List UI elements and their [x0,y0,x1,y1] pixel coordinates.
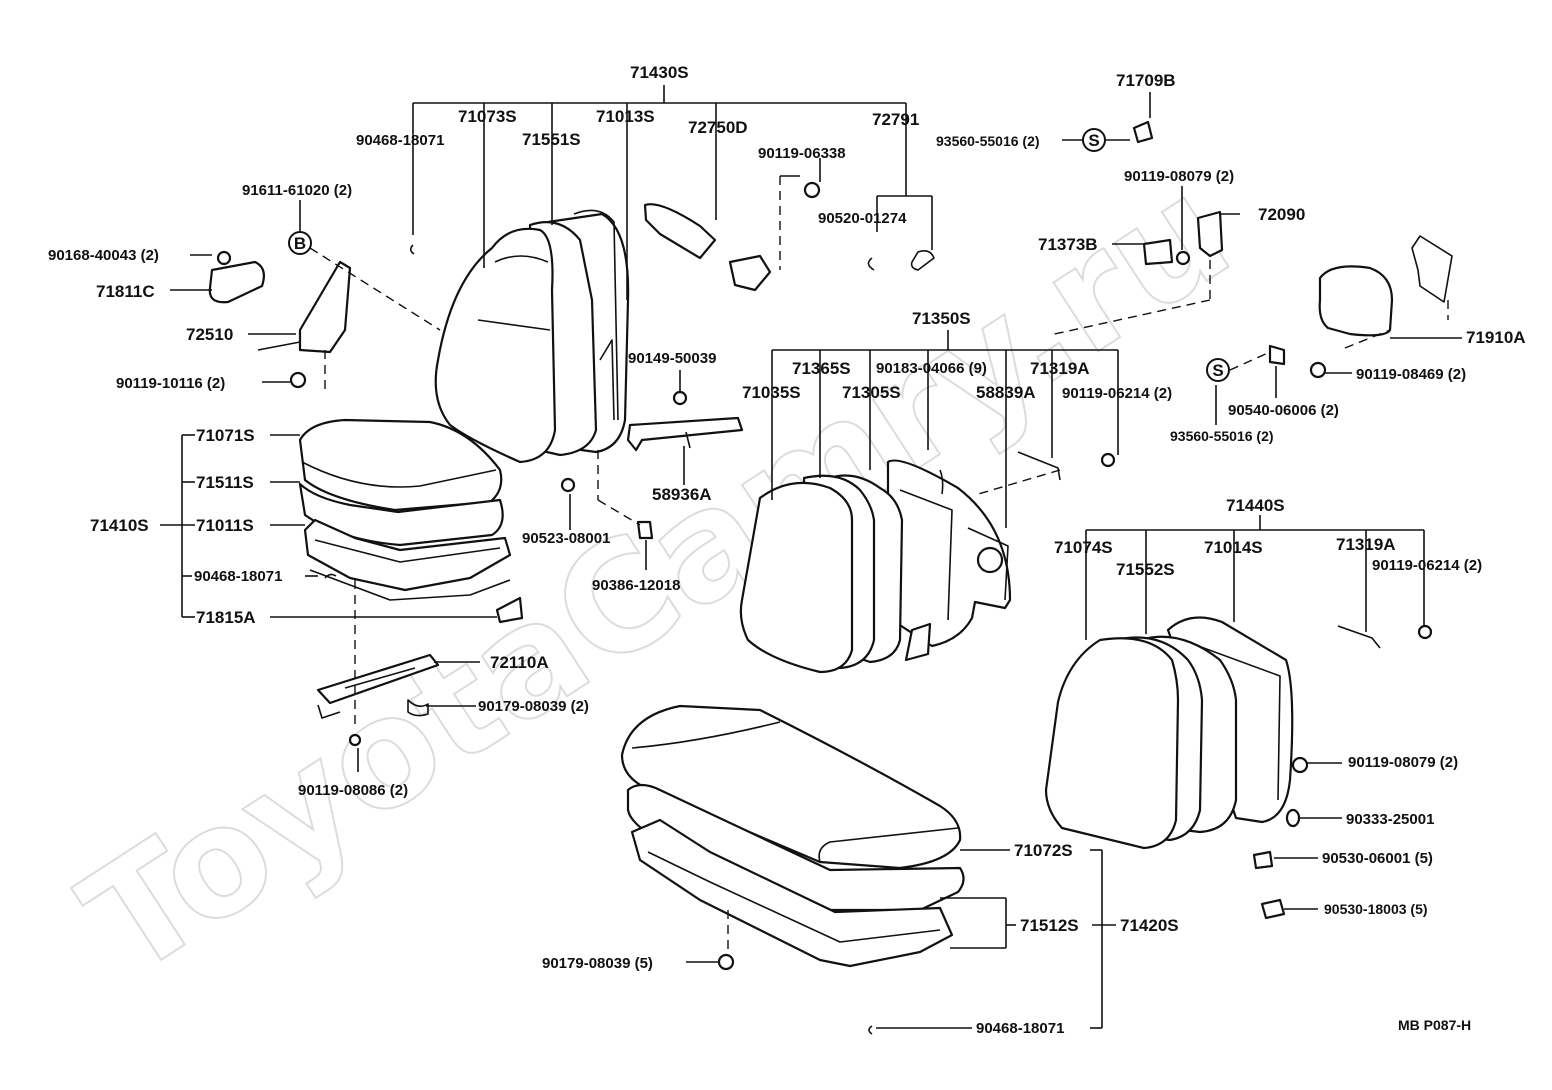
label-90168-40043: 90168-40043 (2) [48,247,159,264]
label-71072S: 71072S [1014,841,1073,860]
symbol-s-top: S [1082,128,1106,152]
label-71430S: 71430S [630,63,689,82]
label-71910A: 71910A [1466,328,1526,347]
label-90149-50039: 90149-50039 [628,350,716,367]
label-71013S: 71013S [596,107,655,126]
label-90468-18071-b: 90468-18071 [194,568,282,585]
label-90179-08039-5: 90179-08039 (5) [542,955,653,972]
label-71073S: 71073S [458,107,517,126]
drawing-code: MB P087-H [1398,1017,1471,1033]
label-71319A-b: 71319A [1336,535,1396,554]
label-71014S: 71014S [1204,538,1263,557]
symbol-s-right: S [1206,358,1230,382]
label-93560-55016-a: 93560-55016 (2) [936,133,1040,149]
center-seat-back-assembly [739,451,1116,674]
label-90540-06006: 90540-06006 (2) [1228,402,1339,419]
label-58936A: 58936A [652,485,712,504]
label-71815A: 71815A [196,608,256,627]
label-71350S: 71350S [912,309,971,328]
headrest-and-brackets [1132,120,1453,379]
front-seat-cushion-assembly [298,418,512,601]
label-72750D: 72750D [688,118,748,137]
label-93560-55016-b: 93560-55016 (2) [1170,428,1274,444]
label-90119-06214-b: 90119-06214 (2) [1372,557,1482,574]
label-90333-25001: 90333-25001 [1346,811,1434,828]
svg-text:S: S [1212,361,1223,380]
label-71440S: 71440S [1226,496,1285,515]
label-71811C: 71811C [96,282,155,301]
label-90179-08039-2: 90179-08039 (2) [478,698,589,715]
label-90119-08079-a: 90119-08079 (2) [1124,168,1234,185]
label-71035S: 71035S [742,383,801,402]
symbol-b: B [288,231,312,255]
label-90468-18071-a: 90468-18071 [356,132,444,149]
label-71552S: 71552S [1116,560,1175,579]
label-90530-18003: 90530-18003 (5) [1324,901,1428,917]
label-71551S: 71551S [522,130,581,149]
label-71305S: 71305S [842,383,901,402]
rear-seat-back-assembly [1044,616,1433,920]
label-90119-10116: 90119-10116 (2) [116,375,225,392]
leader-lines [160,85,1462,1029]
label-72090: 72090 [1258,205,1305,224]
front-seat-adjuster [316,653,440,719]
rear-seat-cushion-assembly [620,704,965,1035]
label-71071S: 71071S [196,426,255,445]
label-90119-06214-a: 90119-06214 (2) [1062,385,1172,402]
label-72110A: 72110A [490,653,549,672]
front-small-parts [208,181,935,747]
label-90530-06001: 90530-06001 (5) [1322,850,1433,867]
label-71373B: 71373B [1038,235,1098,254]
label-90183-04066: 90183-04066 (9) [876,360,987,377]
svg-text:B: B [294,234,306,253]
label-58839A: 58839A [976,383,1036,402]
label-71011S: 71011S [196,516,254,535]
label-71511S: 71511S [196,473,254,492]
front-seat-back-assembly [434,209,630,464]
label-91611-61020: 91611-61020 (2) [242,182,352,199]
label-90520-01274: 90520-01274 [818,210,907,227]
svg-text:S: S [1088,131,1099,150]
label-90386-12018: 90386-12018 [592,577,680,594]
label-71319A-a: 71319A [1030,359,1090,378]
label-71074S: 71074S [1054,538,1113,557]
part-labels: 71430S 71073S 71013S 90468-18071 71551S … [48,63,1526,1037]
label-71512S: 71512S [1020,916,1079,935]
label-90119-06338: 90119-06338 [758,145,846,162]
label-71420S: 71420S [1120,916,1179,935]
label-90119-08079-b: 90119-08079 (2) [1348,754,1458,771]
label-71365S: 71365S [792,359,851,378]
label-90119-08469: 90119-08469 (2) [1356,366,1466,383]
label-71709B: 71709B [1116,71,1176,90]
label-71410S: 71410S [90,516,149,535]
label-72791: 72791 [872,110,919,129]
label-90523-08001: 90523-08001 [522,530,610,547]
label-72510: 72510 [186,325,233,344]
label-90468-18071-c: 90468-18071 [976,1020,1064,1037]
label-90119-08086: 90119-08086 (2) [298,782,408,799]
